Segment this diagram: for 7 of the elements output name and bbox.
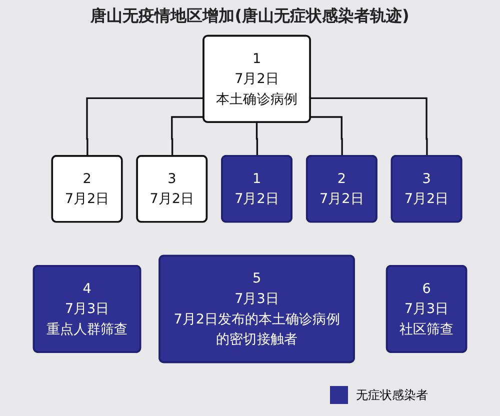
connector [86, 97, 204, 156]
connector [171, 116, 204, 156]
connector [256, 122, 258, 156]
connector [310, 97, 428, 156]
title: 唐山无疫情地区增加(唐山无症状感染者轨迹) [89, 5, 410, 27]
connector [310, 116, 343, 156]
legend-text: 无症状感染者 [356, 386, 428, 404]
